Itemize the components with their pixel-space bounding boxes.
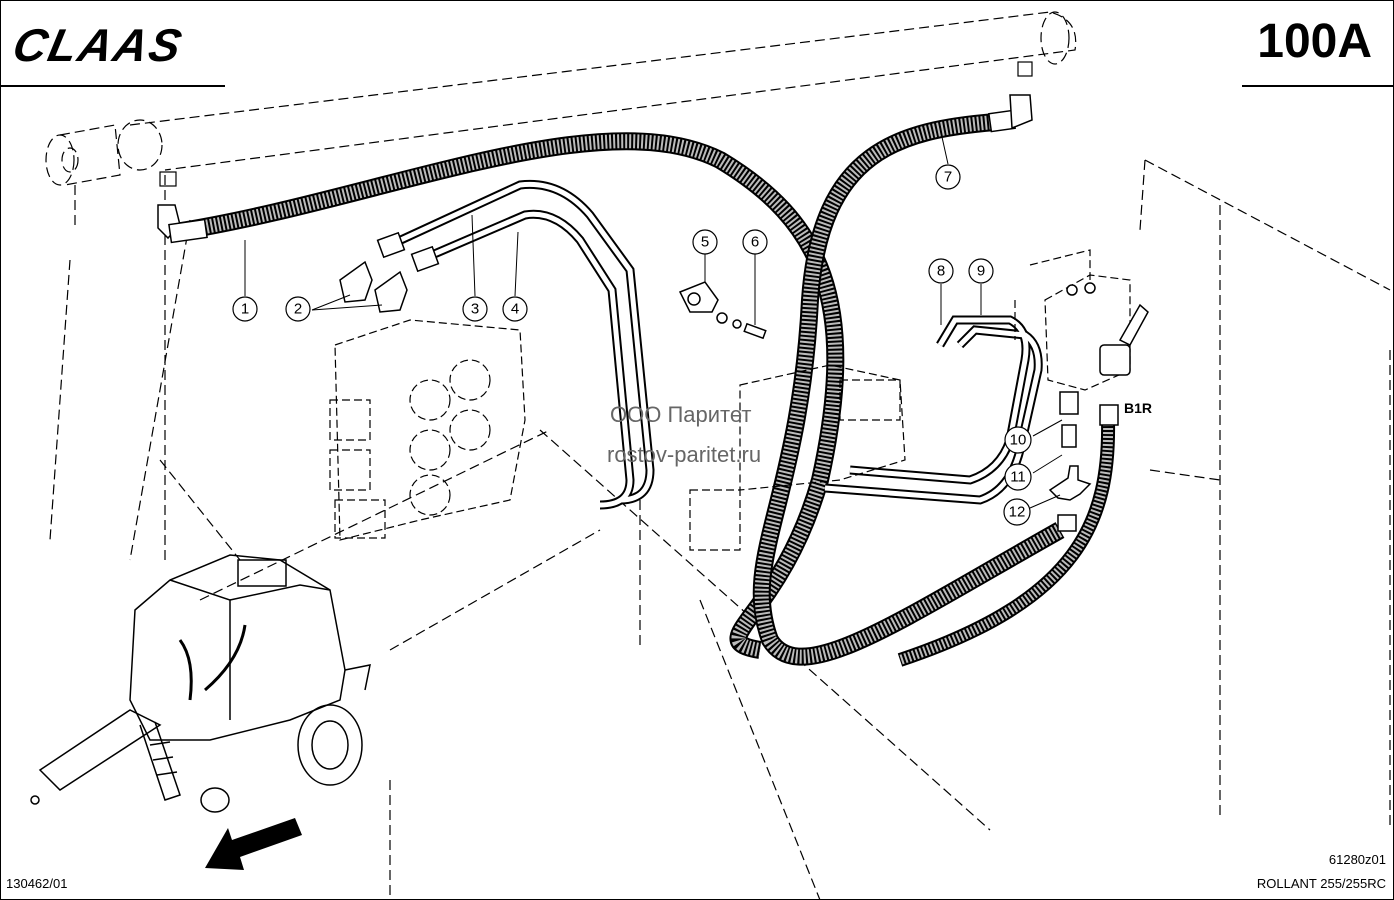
- callout-circles: [232, 164, 1032, 526]
- port-label-b1r: B1R: [1124, 400, 1152, 416]
- callout-10: 10: [1010, 432, 1027, 449]
- callout-5: 5: [701, 234, 709, 251]
- hydraulic-cylinder: [45, 11, 1391, 900]
- callout-labels: 1 2 3 4 5 6 7 8 9 10 11 12 B1R: [241, 169, 1152, 521]
- fitting-5-6: [678, 281, 767, 340]
- callout-3: 3: [471, 301, 479, 318]
- callout-8: 8: [937, 263, 945, 280]
- callout-leaders: [244, 127, 1063, 509]
- figure-number: 61280z01: [1328, 852, 1386, 867]
- watermark-company: ООО Паритет: [610, 402, 752, 427]
- callout-7: 7: [944, 169, 952, 186]
- valve-block-left: [329, 319, 526, 541]
- callout-12: 12: [1009, 504, 1026, 521]
- model-name: ROLLANT 255/255RC: [1256, 876, 1386, 891]
- callout-9: 9: [977, 263, 985, 280]
- elbow-fittings-2: [339, 231, 440, 313]
- direction-arrow: [205, 818, 302, 870]
- callout-6: 6: [751, 234, 759, 251]
- valve-block-middle: [689, 364, 906, 551]
- hose-7: [752, 113, 1065, 666]
- watermark-website: rostov-paritet.ru: [607, 442, 762, 467]
- hose-fittings: [157, 94, 1119, 532]
- cylinder-fittings: [159, 61, 1033, 187]
- valve-lever: [1066, 282, 1149, 376]
- hose-b1r: [897, 419, 1116, 667]
- callout-11: 11: [1010, 469, 1026, 486]
- callout-1: 1: [241, 301, 249, 318]
- claas-logo: CLAAS: [8, 19, 188, 71]
- callout-4: 4: [511, 301, 519, 318]
- hose-1: [173, 132, 845, 659]
- callout-2: 2: [294, 301, 302, 318]
- document-number: 130462/01: [6, 876, 68, 891]
- fittings-10-11-12: [1048, 391, 1092, 501]
- baler-machine-sketch: [30, 554, 371, 813]
- page-number: 100A: [1257, 15, 1372, 68]
